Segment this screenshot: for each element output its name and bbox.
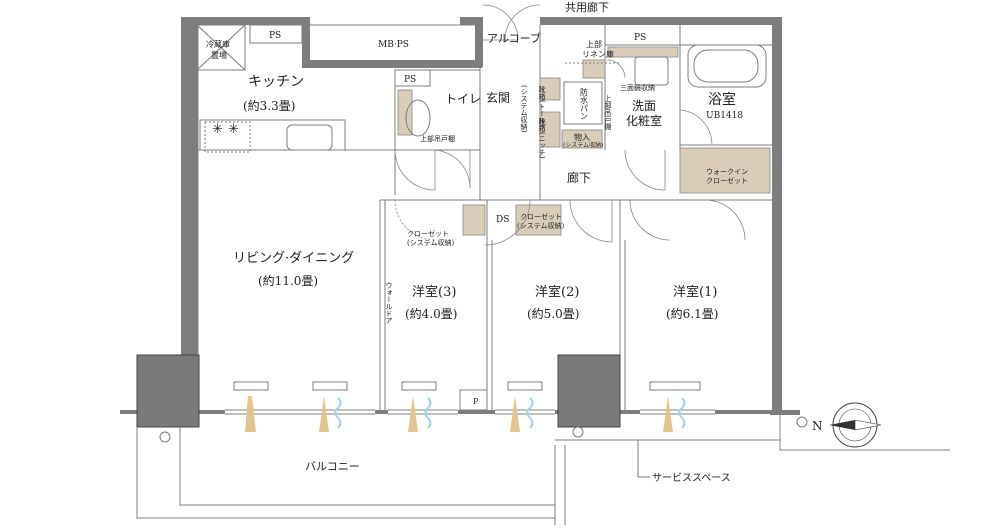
doors	[394, 4, 746, 246]
shoe-system-label: (システム収納)	[520, 85, 528, 133]
toilet-cabinet-label: 上部吊戸棚	[420, 134, 455, 143]
entrance-label: 玄関	[486, 90, 510, 105]
storage-label-2: (システム収納)	[563, 141, 604, 149]
fridge-label-2: 置場	[211, 50, 227, 60]
ds-label: DS	[496, 215, 509, 225]
fridge-label-1: 冷蔵庫	[206, 39, 230, 49]
ps-label-toilet: PS	[404, 75, 416, 85]
living-label: リビング·ダイニング	[233, 251, 354, 266]
mbps-label: MB·PS	[378, 40, 409, 50]
upper-cabinet-vertical-label: 上部吊戸棚	[604, 94, 612, 131]
interior-walls	[196, 24, 772, 411]
air-conditioners	[233, 381, 701, 432]
storage-label-1: 物入	[574, 132, 590, 142]
living-size-label: (約11.0畳)	[258, 273, 318, 288]
kitchen-size-label: (約3.3畳)	[243, 98, 295, 113]
waterproof-pan-label: 防水パン	[580, 87, 589, 120]
closet3-label-1: クローゼット	[407, 229, 449, 238]
fixtures: ✳ ✳	[199, 44, 767, 153]
exterior-walls	[181, 17, 782, 410]
ps-label-bath: PS	[634, 33, 646, 43]
bathroom-label: 浴室	[708, 91, 736, 108]
washroom-label-2: 化粧室	[626, 113, 662, 128]
service-space-label: サービススペース	[652, 472, 731, 484]
shared-corridor-label: 共用廊下	[565, 0, 609, 14]
room2-size-label: (約5.0畳)	[527, 306, 579, 321]
room3-label: 洋室(3)	[412, 284, 456, 300]
kitchen-label: キッチン	[248, 74, 304, 90]
compass-icon	[829, 402, 882, 448]
three-mirror-label: 三面鏡収納	[620, 83, 655, 92]
pillar-right	[557, 354, 621, 428]
wall-door-label: ウォールドア	[385, 282, 393, 324]
shoe-tall-label: 靴箱(トール)	[538, 85, 546, 127]
linen-label-1: 上部	[586, 39, 602, 49]
washroom-label-1: 洗面	[632, 99, 656, 113]
north-label: N	[812, 419, 823, 433]
hallway-label: 廊下	[567, 170, 591, 185]
svg-text:✳: ✳	[228, 122, 239, 137]
walkin-label-2: クローゼット	[706, 176, 748, 185]
svg-text:✳: ✳	[212, 122, 223, 137]
room1-label: 洋室(1)	[673, 284, 717, 300]
room3-size-label: (約4.0畳)	[405, 306, 457, 321]
closet2-label-2: (システム収納)	[517, 221, 565, 230]
shoe-niche-label: 靴箱(ニッチ)	[538, 117, 546, 159]
closet2-label-1: クローゼット	[520, 212, 562, 221]
bath-unit-label: UB1418	[706, 111, 743, 121]
p-label: P	[473, 397, 479, 406]
storage-areas	[397, 46, 771, 236]
linen-label-2: リネン庫	[582, 49, 614, 59]
walkin-label-1: ウォークイン	[706, 168, 748, 176]
closet3-label-2: (システム収納)	[407, 238, 455, 247]
toilet-label: トイレ	[445, 92, 481, 106]
pillar-left	[136, 354, 200, 428]
ps-label-top: PS	[269, 31, 281, 41]
balcony-area	[136, 410, 950, 525]
room2-label: 洋室(2)	[535, 284, 579, 300]
alcove-label: アルコーブ	[487, 31, 541, 45]
room1-size-label: (約6.1畳)	[666, 306, 718, 321]
balcony-label: バルコニー	[305, 460, 360, 473]
